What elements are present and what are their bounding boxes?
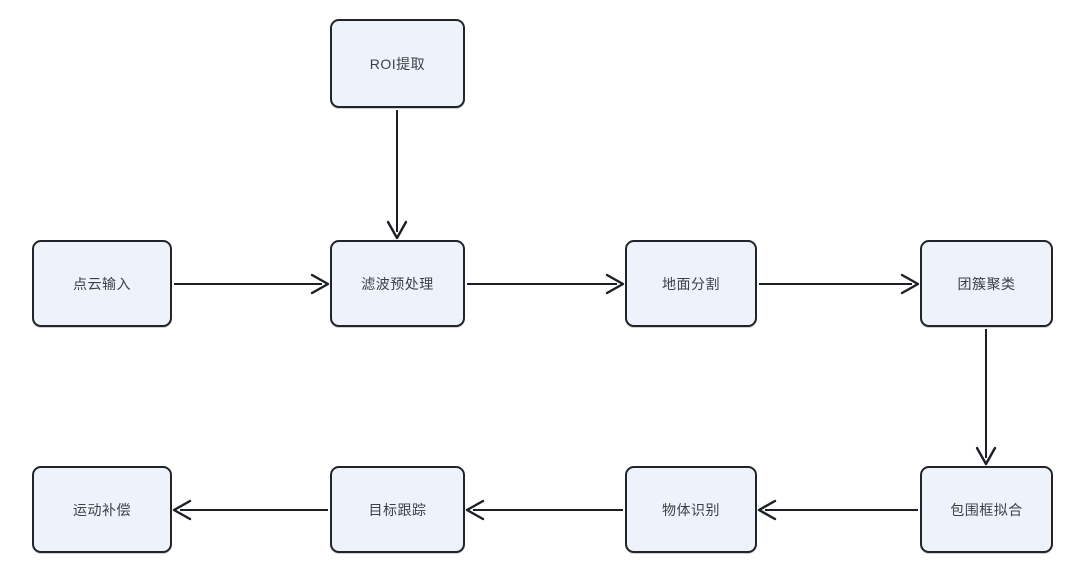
node-point-cloud-input[interactable]: 点云输入 bbox=[32, 240, 172, 327]
node-cluster-label: 团簇聚类 bbox=[957, 275, 1016, 292]
node-motion-compensation-label: 运动补偿 bbox=[73, 501, 131, 518]
node-motion-compensation[interactable]: 运动补偿 bbox=[32, 466, 172, 553]
edge-bbox-to-recognize bbox=[757, 499, 918, 521]
edge-input-to-filter bbox=[174, 273, 330, 295]
node-bounding-box-fitting[interactable]: 包围框拟合 bbox=[920, 466, 1053, 553]
node-bounding-box-fitting-label: 包围框拟合 bbox=[950, 501, 1023, 518]
node-object-recognition-label: 物体识别 bbox=[662, 501, 720, 518]
node-cluster[interactable]: 团簇聚类 bbox=[920, 240, 1053, 327]
node-target-tracking-label: 目标跟踪 bbox=[368, 501, 427, 518]
node-filter-preprocess-label: 滤波预处理 bbox=[361, 275, 434, 292]
edge-tracking-to-motion bbox=[172, 499, 328, 521]
node-point-cloud-input-label: 点云输入 bbox=[73, 275, 131, 292]
node-roi[interactable]: ROI提取 bbox=[330, 19, 465, 108]
node-filter-preprocess[interactable]: 滤波预处理 bbox=[330, 240, 465, 327]
edge-recognize-to-tracking bbox=[465, 499, 623, 521]
node-ground-segmentation-label: 地面分割 bbox=[662, 275, 720, 292]
edge-ground-to-cluster bbox=[759, 273, 920, 295]
edge-filter-to-ground bbox=[467, 273, 625, 295]
node-roi-label: ROI提取 bbox=[369, 55, 426, 72]
node-ground-segmentation[interactable]: 地面分割 bbox=[625, 240, 757, 327]
edge-cluster-to-bbox bbox=[975, 329, 997, 466]
edge-roi-to-filter bbox=[386, 110, 408, 240]
node-object-recognition[interactable]: 物体识别 bbox=[625, 466, 757, 553]
node-target-tracking[interactable]: 目标跟踪 bbox=[330, 466, 465, 553]
